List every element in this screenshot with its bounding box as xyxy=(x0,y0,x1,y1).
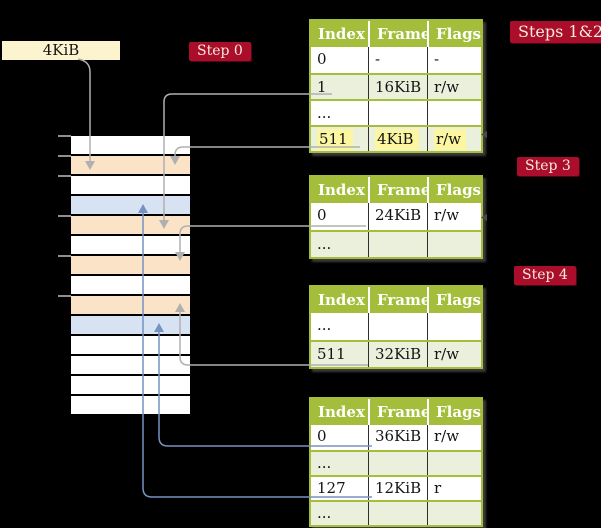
table-cell: r/w xyxy=(427,203,481,230)
physical-memory-strip xyxy=(58,135,190,416)
table-cell: 24KiB xyxy=(368,203,427,230)
highlighted-cell-text: 511 xyxy=(317,129,353,150)
table-cell: r xyxy=(427,477,481,500)
table-cell xyxy=(368,232,427,257)
badge-step-3: Step 3 xyxy=(517,157,579,176)
memory-tick xyxy=(58,155,71,157)
table-cell: 511 xyxy=(317,345,346,363)
memory-frame-row xyxy=(71,156,190,174)
table-cell: r/w xyxy=(427,127,481,151)
memory-tick xyxy=(58,135,71,137)
table-cell xyxy=(427,502,481,525)
table-cell: 36KiB xyxy=(368,425,427,450)
table-header-cell: Frame xyxy=(368,399,427,425)
memory-frame-row xyxy=(71,216,190,234)
table-cell xyxy=(427,313,481,340)
table-header-cell: Flags xyxy=(427,177,481,203)
table-row: ... xyxy=(311,99,481,125)
table-cell: 511 xyxy=(311,127,368,151)
root-page-table-pointer-label: 4KiB xyxy=(42,41,80,59)
table-cell xyxy=(427,232,481,257)
table-row: ... xyxy=(311,230,481,257)
table-cell: 127 xyxy=(317,479,346,497)
table-cell: 0 xyxy=(317,206,327,224)
table-row: 511 4KiB r/w xyxy=(311,125,481,151)
memory-frame-row xyxy=(71,376,190,394)
memory-frame-row xyxy=(71,316,190,334)
table-cell: 1 xyxy=(317,78,327,96)
table-cell: 0 xyxy=(317,427,327,445)
memory-frame-row xyxy=(71,396,190,414)
badge-step-4: Step 4 xyxy=(514,266,576,285)
table-row: ... xyxy=(311,450,481,475)
table-header-cell: Index xyxy=(318,291,365,309)
table-cell xyxy=(368,452,427,475)
memory-frame-row xyxy=(71,256,190,274)
table-header-cell: Index xyxy=(318,25,365,43)
table-cell: 4KiB xyxy=(368,127,427,151)
table-cell: - xyxy=(368,47,427,73)
highlighted-cell-text: 4KiB xyxy=(375,129,419,150)
table-cell: 0 xyxy=(317,50,327,68)
memory-tick xyxy=(58,175,71,177)
table-cell xyxy=(368,313,427,340)
memory-tick xyxy=(58,255,71,257)
table-cell: ... xyxy=(317,235,332,253)
table-header-cell: Flags xyxy=(427,399,481,425)
table-header-cell: Frame xyxy=(368,21,427,47)
badge-steps-1-2: Steps 1&2 xyxy=(510,21,601,43)
table-cell: ... xyxy=(317,104,332,122)
memory-frame-row xyxy=(71,176,190,194)
table-cell: ... xyxy=(317,504,332,522)
table-cell xyxy=(368,101,427,125)
table-cell: r/w xyxy=(427,342,481,367)
memory-frame-row xyxy=(71,336,190,354)
table-cell xyxy=(427,101,481,125)
memory-tick xyxy=(58,295,71,297)
highlighted-cell-text: r/w xyxy=(434,129,467,150)
table-header-cell: Flags xyxy=(427,287,481,313)
memory-tick xyxy=(58,215,71,217)
root-page-table-pointer-box: 4KiB xyxy=(2,41,120,60)
table-cell: ... xyxy=(317,316,332,334)
table-row: 0 -- xyxy=(311,47,481,73)
table-cell: 12KiB xyxy=(368,477,427,500)
table-cell: r/w xyxy=(427,425,481,450)
table-cell: - xyxy=(427,47,481,73)
table-row: ... xyxy=(311,313,481,340)
memory-frame-row xyxy=(71,296,190,314)
table-row: ... xyxy=(311,500,481,525)
table-header-cell: Index xyxy=(318,181,365,199)
table-header-cell: Flags xyxy=(427,21,481,47)
table-cell xyxy=(368,502,427,525)
table-cell: ... xyxy=(317,454,332,472)
table-cell: r/w xyxy=(427,75,481,99)
table-cell: 32KiB xyxy=(368,342,427,367)
memory-frame-row xyxy=(71,196,190,214)
table-cell xyxy=(427,452,481,475)
memory-frame-row xyxy=(71,356,190,374)
table-header-cell: Frame xyxy=(368,287,427,313)
table-header-cell: Frame xyxy=(368,177,427,203)
memory-frame-row xyxy=(71,136,190,154)
table-header-cell: Index xyxy=(318,403,365,421)
badge-step-0: Step 0 xyxy=(189,42,251,61)
memory-frame-row xyxy=(71,276,190,294)
memory-frame-row xyxy=(71,236,190,254)
table-cell: 16KiB xyxy=(368,75,427,99)
